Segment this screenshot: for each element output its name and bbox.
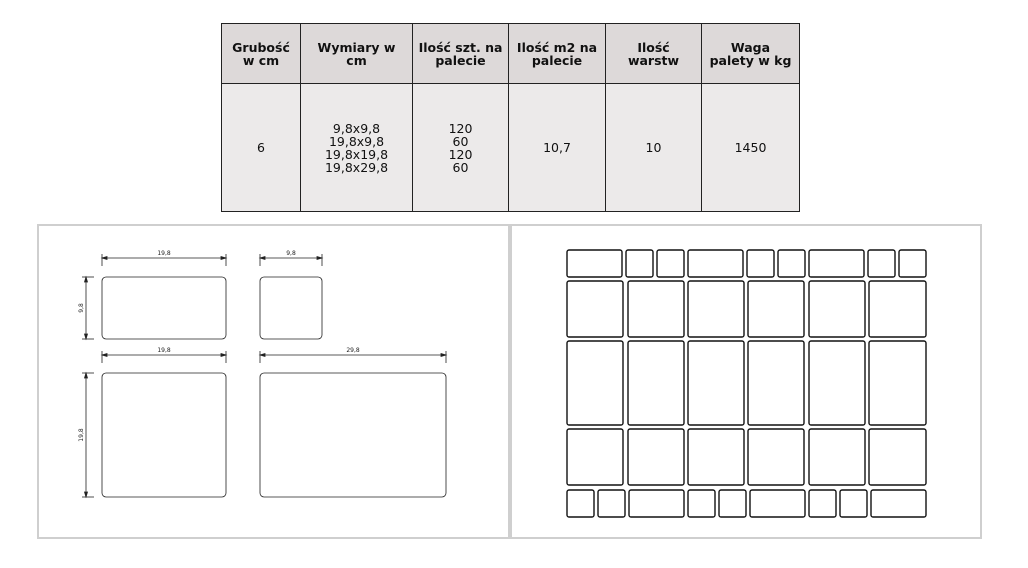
layout-row-4 xyxy=(566,428,927,486)
label-top-right-width: 9,8 xyxy=(286,250,296,257)
table-row: 6 9,8x9,8 19,8x9,8 19,8x19,8 19,8x29,8 1… xyxy=(221,83,800,212)
label-top-height: 9,8 xyxy=(78,303,85,313)
dim-line-bottom-right xyxy=(258,351,448,363)
block-19.8x29.8 xyxy=(259,372,447,498)
label-bottom-height: 19,8 xyxy=(78,428,85,442)
cell-thickness: 6 xyxy=(221,83,301,212)
pallet-layout-panel xyxy=(510,224,982,539)
dim-line-top-right xyxy=(258,254,324,266)
dimension-drawing: 19,8 9,8 9,8 19,8 29,8 19,8 xyxy=(78,250,448,499)
dim-line-bottom-height xyxy=(82,371,94,499)
dim-line-top-left xyxy=(100,254,228,266)
pallet-layer-pattern xyxy=(566,249,927,518)
dimension-drawing-panel: 19,8 9,8 9,8 19,8 29,8 19,8 xyxy=(37,224,510,539)
cell-weight: 1450 xyxy=(701,83,800,212)
label-bottom-left-width: 19,8 xyxy=(157,347,171,354)
layout-row-3 xyxy=(566,340,927,426)
layout-row-5 xyxy=(566,489,927,518)
dim-line-top-height xyxy=(82,275,94,341)
cell-dimensions: 9,8x9,8 19,8x9,8 19,8x19,8 19,8x29,8 xyxy=(300,83,413,212)
cell-pieces: 120 60 120 60 xyxy=(412,83,509,212)
block-9.8x9.8 xyxy=(259,276,323,340)
cell-m2: 10,7 xyxy=(508,83,606,212)
dim-line-bottom-left xyxy=(100,351,228,363)
cell-layers: 10 xyxy=(605,83,702,212)
block-19.8x19.8 xyxy=(101,372,227,498)
label-top-left-width: 19,8 xyxy=(157,250,171,257)
block-19.8x9.8 xyxy=(101,276,227,340)
layout-row-2 xyxy=(566,280,927,338)
layout-row-1 xyxy=(566,249,927,278)
label-bottom-right-width: 29,8 xyxy=(346,347,360,354)
